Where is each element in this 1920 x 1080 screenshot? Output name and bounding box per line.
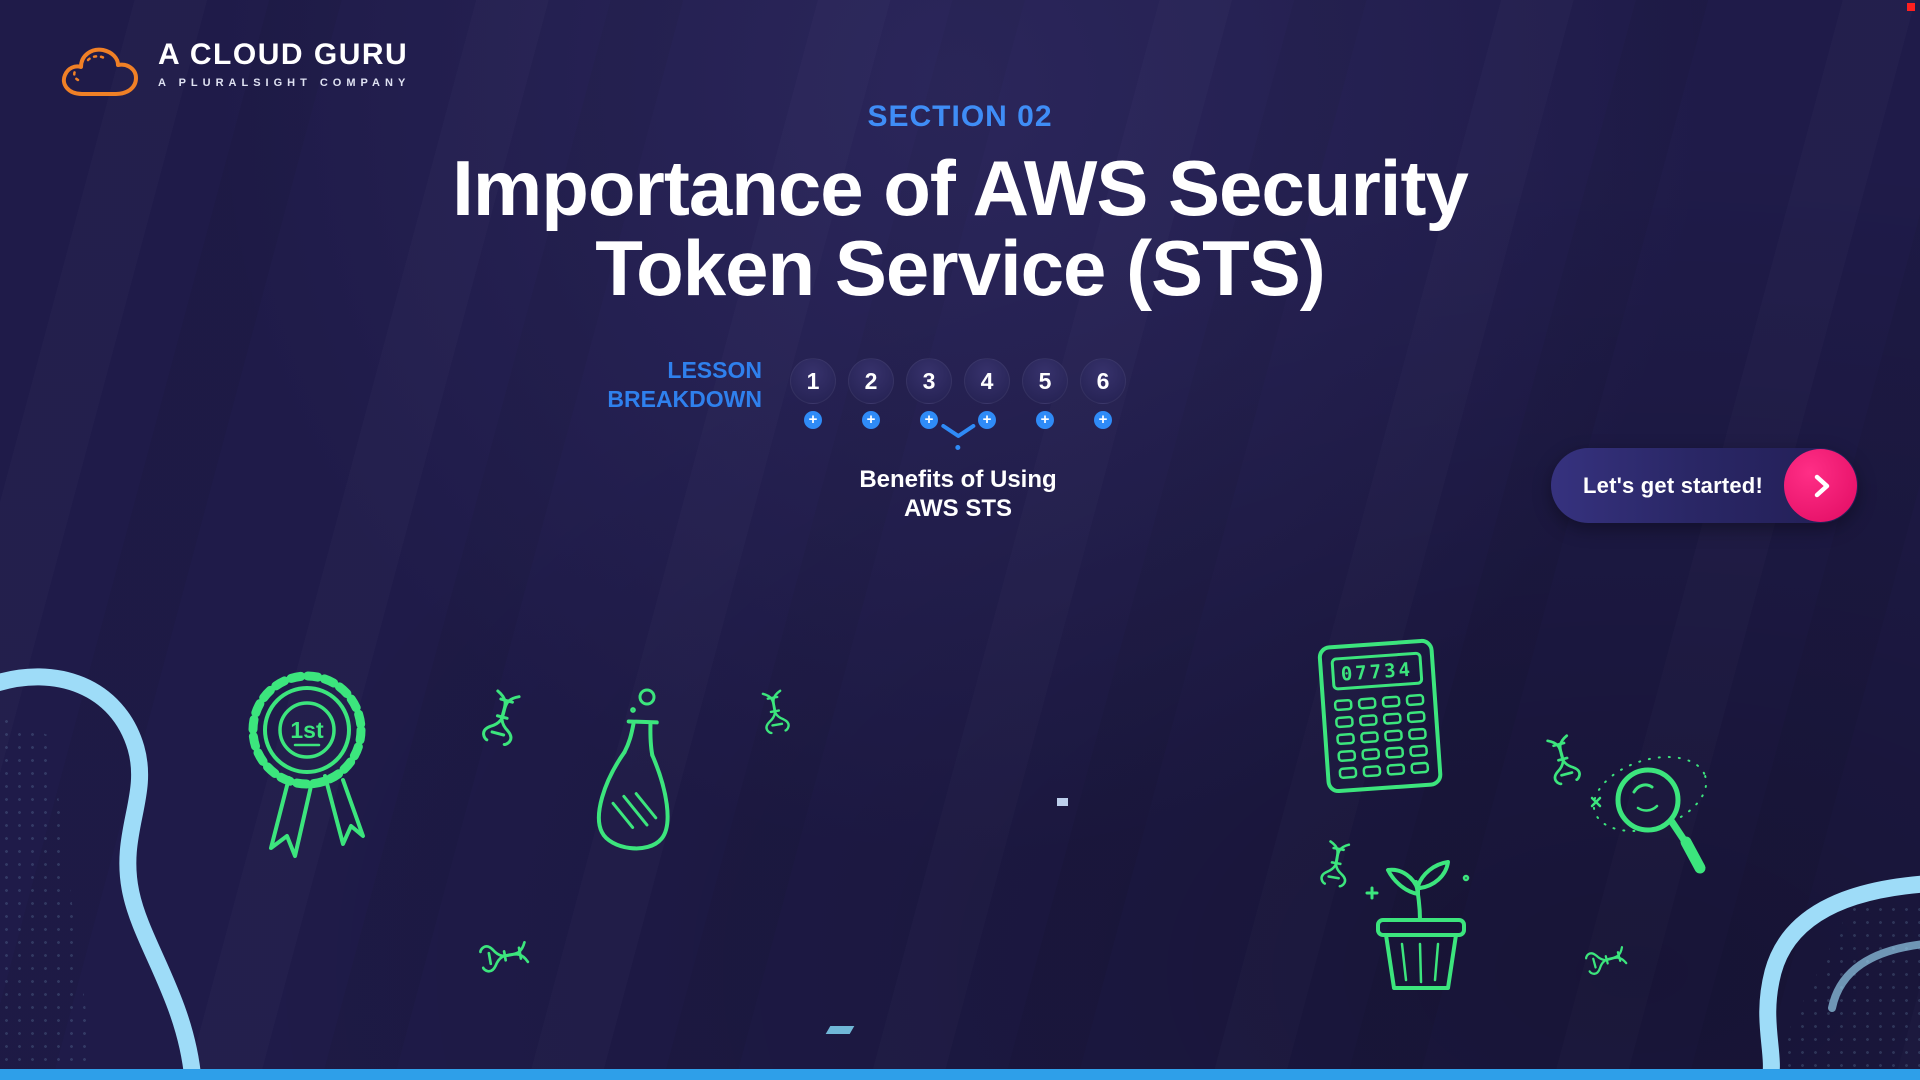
- dna-doodle: [478, 938, 530, 974]
- lesson-number[interactable]: 2: [848, 358, 894, 404]
- plant-doodle: [1358, 858, 1488, 1003]
- arrow-circle[interactable]: [1784, 449, 1857, 522]
- corner-marker: [1907, 3, 1915, 11]
- plus-icon[interactable]: +: [1036, 411, 1054, 429]
- lesson-number[interactable]: 3: [906, 358, 952, 404]
- stipple-texture: [1770, 903, 1920, 1068]
- stipple-texture: [0, 715, 94, 1070]
- award-ribbon-doodle: 1st: [225, 652, 395, 882]
- calculator-display: 07734: [1340, 659, 1414, 686]
- lesson-number[interactable]: 5: [1022, 358, 1068, 404]
- logo-subtitle: A PLURALSIGHT COMPANY: [158, 77, 411, 89]
- calculator-doodle: 07734: [1310, 628, 1450, 803]
- indicator-dot: [955, 445, 961, 450]
- chevron-down-icon: [941, 424, 975, 438]
- dna-doodle: [1543, 733, 1583, 787]
- chevron-right-icon: [1814, 474, 1829, 497]
- lesson-item-4[interactable]: 4 +: [964, 358, 1010, 429]
- dna-doodle: [1584, 943, 1628, 977]
- plus-icon[interactable]: +: [920, 411, 938, 429]
- lesson-breakdown-label: LESSON BREAKDOWN: [607, 357, 762, 413]
- page-title-line1: Importance of AWS Security: [452, 144, 1469, 232]
- dna-doodle: [759, 689, 791, 735]
- acg-logo[interactable]: A CLOUD GURU A PLURALSIGHT COMPANY: [58, 40, 410, 104]
- lesson-item-3[interactable]: 3 +: [906, 358, 952, 429]
- lesson-number[interactable]: 6: [1080, 358, 1126, 404]
- page-title-line2: Token Service (STS): [595, 224, 1325, 313]
- logo-title: A CLOUD GURU: [158, 38, 409, 71]
- lesson-item-5[interactable]: 5 +: [1022, 358, 1068, 429]
- plus-icon[interactable]: +: [978, 411, 996, 429]
- plus-icon[interactable]: +: [804, 411, 822, 429]
- flask-doodle: [585, 686, 695, 871]
- lesson-number[interactable]: 1: [790, 358, 836, 404]
- lesson-number[interactable]: 4: [964, 358, 1010, 404]
- section-label: SECTION 02: [867, 100, 1053, 133]
- plus-icon[interactable]: +: [1094, 411, 1112, 429]
- lesson-item-2[interactable]: 2 +: [848, 358, 894, 429]
- dna-doodle: [1319, 839, 1353, 889]
- lesson-item-1[interactable]: 1 +: [790, 358, 836, 429]
- get-started-label: Let's get started!: [1583, 472, 1763, 498]
- dna-doodle: [480, 688, 524, 748]
- magnifier-doodle: [1588, 742, 1738, 892]
- plus-icon[interactable]: +: [862, 411, 880, 429]
- current-lesson: Benefits of Using AWS STS: [859, 424, 1057, 524]
- page-title: Importance of AWS Security Token Service…: [0, 148, 1920, 309]
- screen-artifact: [825, 1026, 855, 1034]
- progress-bar[interactable]: [0, 1069, 1920, 1080]
- cloud-logo-icon: [58, 40, 142, 104]
- get-started-button[interactable]: Let's get started!: [1551, 448, 1858, 523]
- lesson-item-6[interactable]: 6 +: [1080, 358, 1126, 429]
- screen-artifact: [1057, 798, 1068, 806]
- lesson-breakdown-row: 1 + 2 + 3 + 4 + 5 + 6 +: [790, 358, 1126, 429]
- current-lesson-title: Benefits of Using AWS STS: [859, 466, 1057, 522]
- award-label: 1st: [290, 717, 324, 743]
